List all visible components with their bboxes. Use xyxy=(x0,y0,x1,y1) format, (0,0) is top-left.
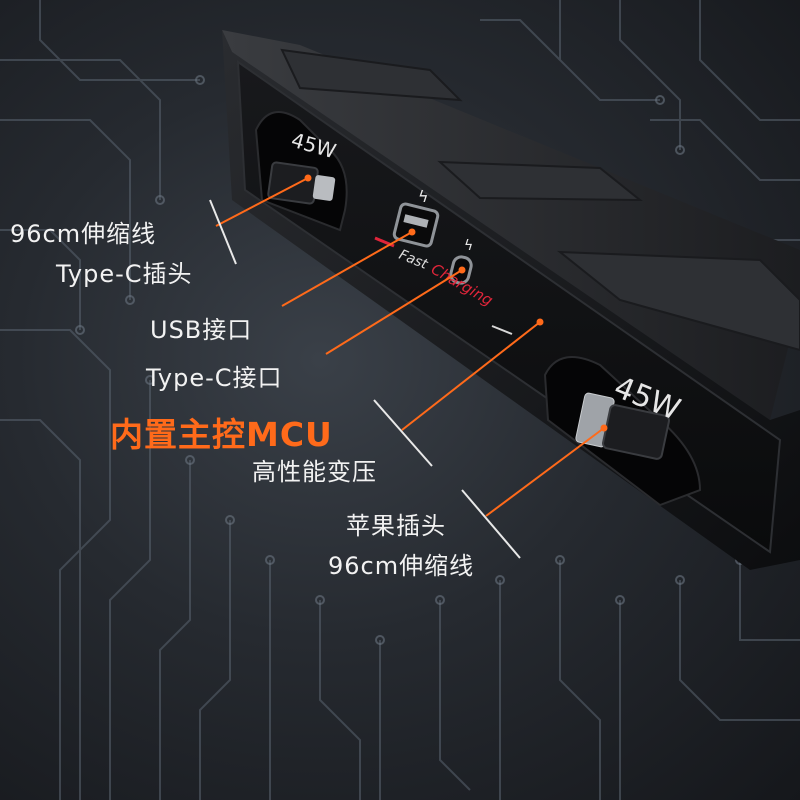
usb-fast-charge-icon: ϟ xyxy=(418,187,429,206)
charging-accent-right xyxy=(491,325,513,335)
apple-cable-label-line1: 苹果插头 xyxy=(346,512,446,540)
left-type-c-plug xyxy=(267,161,319,205)
mcu-subtitle-label: 高性能变压 xyxy=(252,458,377,486)
callout-ticks xyxy=(209,199,521,559)
type-c-port-label: Type-C接口 xyxy=(146,364,283,392)
usb-port-label: USB接口 xyxy=(150,316,253,344)
charger-device xyxy=(222,30,800,570)
device-top-surface xyxy=(222,30,800,420)
mcu-title-label: 内置主控MCU xyxy=(110,415,333,454)
circuit-pads xyxy=(75,75,745,645)
type-c-cable-label-line2: Type-C插头 xyxy=(56,260,193,288)
apple-cable-label-line2: 96cm伸缩线 xyxy=(328,552,475,580)
type-c-cable-label-line1: 96cm伸缩线 xyxy=(10,220,157,248)
callout-lines xyxy=(215,174,608,517)
type-c-fast-charge-icon: ϟ xyxy=(464,238,473,254)
top-pad-1 xyxy=(280,48,463,102)
top-pad-2 xyxy=(437,160,643,202)
top-pad-3 xyxy=(556,250,800,352)
